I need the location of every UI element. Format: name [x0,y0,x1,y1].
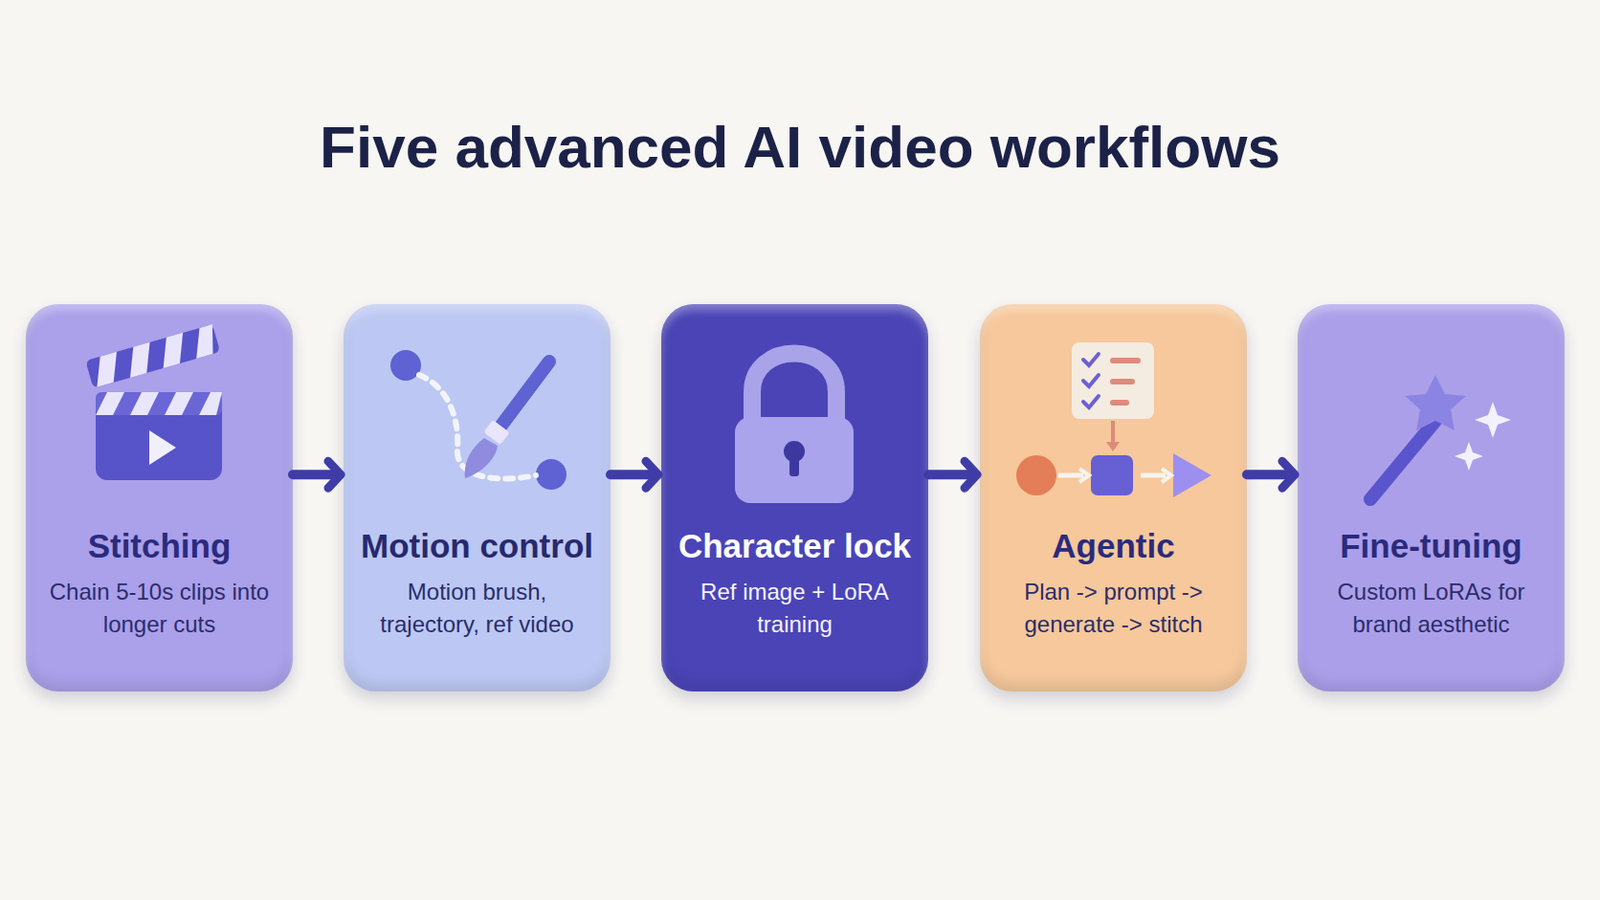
card-description: Motion brush, trajectory, ref video [356,576,598,641]
card-heading: Character lock [674,526,915,567]
magic-wand-icon [1370,375,1512,500]
card-heading: Motion control [356,526,598,567]
card-text: StitchingChain 5-10s clips into longer c… [39,526,280,641]
card-text: AgenticPlan -> prompt -> generate -> sti… [993,526,1234,641]
padlock-icon [734,354,854,505]
card-description: Plan -> prompt -> generate -> stitch [993,576,1234,641]
flow-arrow [610,461,659,489]
motion-icon [390,350,567,490]
clapperboard-icon [85,324,223,481]
agentic-icon [1016,342,1212,498]
card-text: Fine-tuningCustom LoRAs for brand aesthe… [1311,526,1552,641]
flow-arrow [1246,461,1295,489]
flow-arrow [292,461,341,489]
card-description: Ref image + LoRA training [674,576,915,641]
card-description: Custom LoRAs for brand aesthetic [1311,576,1552,641]
diagram-title: Five advanced AI video workflows [0,112,1600,181]
card-heading: Agentic [993,526,1234,567]
card-heading: Stitching [39,526,280,567]
card-heading: Fine-tuning [1311,526,1552,567]
card-text: Motion controlMotion brush, trajectory, … [356,526,598,641]
workflow-card: Fine-tuningCustom LoRAs for brand aesthe… [1297,304,1565,692]
flow-arrow [928,461,978,489]
card-description: Chain 5-10s clips into longer cuts [39,576,280,641]
card-text: Character lockRef image + LoRA training [674,526,915,641]
workflow-card: Motion controlMotion brush, trajectory, … [343,304,611,692]
